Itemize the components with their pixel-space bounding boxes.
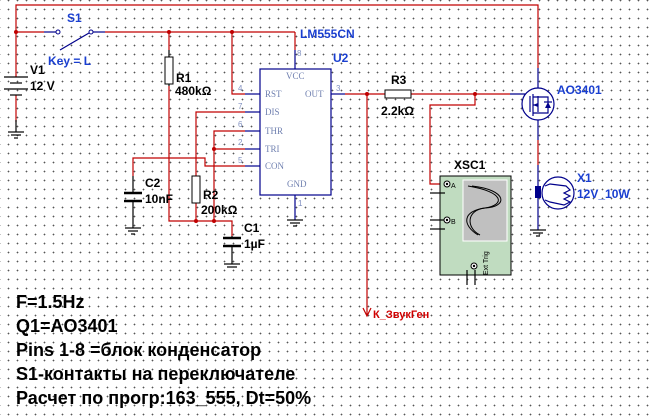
scope-ext-trig: Ext Trig xyxy=(483,251,490,275)
battery-v1[interactable]: V1 12 V xyxy=(4,63,55,96)
c2-ref: C2 xyxy=(145,176,161,190)
pin-num: 5 xyxy=(238,156,243,165)
oscilloscope-xsc1[interactable]: A B Ext Trig XSC1 xyxy=(430,158,512,285)
r3-value: 2.2kΩ xyxy=(381,104,414,118)
r1-value: 480kΩ xyxy=(175,84,212,98)
ground-icon xyxy=(125,227,141,235)
v1-value: 12 V xyxy=(30,79,55,93)
ground-icon xyxy=(8,131,24,139)
ground-icon xyxy=(287,219,303,227)
r2-value: 200kΩ xyxy=(201,203,238,217)
pin-num: 4 xyxy=(238,84,243,93)
note-switch: S1-контакты на переключателе xyxy=(16,364,296,384)
s1-ref: S1 xyxy=(67,11,82,25)
pin-con: CON xyxy=(265,161,285,171)
net-label-text: К_ЗвукГен xyxy=(373,309,429,321)
pin-num: 1 xyxy=(298,199,303,208)
capacitor-c1[interactable]: C1 1µF xyxy=(223,221,265,251)
note-frequency: F=1.5Hz xyxy=(16,292,85,312)
ground-icon xyxy=(224,263,240,268)
pin-num: 3 xyxy=(336,84,341,93)
scope-channel-a: A xyxy=(451,183,456,190)
switch-s1[interactable]: S1 Key = L xyxy=(44,11,105,68)
r1-ref: R1 xyxy=(176,71,192,85)
capacitor-c2[interactable]: C2 10nF xyxy=(124,176,173,206)
timer-u2[interactable]: VCC RST OUT DIS THR TRI CON GND 8 4 7 6 … xyxy=(238,27,355,220)
v1-ref: V1 xyxy=(30,63,45,77)
scope-channel-b: B xyxy=(451,219,456,226)
r3-ref: R3 xyxy=(391,73,407,87)
pin-gnd: GND xyxy=(287,179,307,189)
junctions xyxy=(14,30,477,223)
r2-ref: R2 xyxy=(203,188,219,202)
timer-part: LM555CN xyxy=(300,27,355,41)
net-label[interactable]: К_ЗвукГен xyxy=(362,307,429,321)
note-calculation: Расчет по прогр:163_555, Dt=50% xyxy=(16,388,312,408)
ground-icon xyxy=(530,229,546,237)
pin-num: 8 xyxy=(297,49,302,58)
c1-value: 1µF xyxy=(244,237,265,251)
c1-ref: C1 xyxy=(244,221,260,235)
pin-dis: DIS xyxy=(265,107,280,117)
mosfet-part: AO3401 xyxy=(557,83,602,97)
lamp-x1[interactable]: X1 12V_10W xyxy=(535,165,630,230)
resistor-r1[interactable]: R1 480kΩ xyxy=(164,50,212,98)
mosfet-q1[interactable]: AO3401 xyxy=(510,68,602,140)
pin-num: 6 xyxy=(238,120,243,129)
lamp-value: 12V_10W xyxy=(577,187,630,201)
note-transistor: Q1=AO3401 xyxy=(16,316,118,336)
lamp-ref: X1 xyxy=(577,171,592,185)
pin-num: 7 xyxy=(238,102,243,111)
s1-key: Key = L xyxy=(48,54,91,68)
pin-thr: THR xyxy=(265,126,283,136)
resistor-r2[interactable]: R2 200kΩ xyxy=(191,175,238,217)
c2-value: 10nF xyxy=(145,192,173,206)
resistor-r3[interactable]: R3 2.2kΩ xyxy=(381,73,414,118)
note-pins: Pins 1-8 =блок конденсатор xyxy=(16,340,262,360)
wires xyxy=(15,4,539,315)
pin-rst: RST xyxy=(265,89,282,99)
scope-ref: XSC1 xyxy=(454,158,486,172)
timer-ref: U2 xyxy=(333,51,349,65)
pin-vcc: VCC xyxy=(286,71,305,81)
pin-tri: TRI xyxy=(265,144,280,154)
pin-num: 2 xyxy=(238,138,243,147)
pin-out: OUT xyxy=(305,89,324,99)
